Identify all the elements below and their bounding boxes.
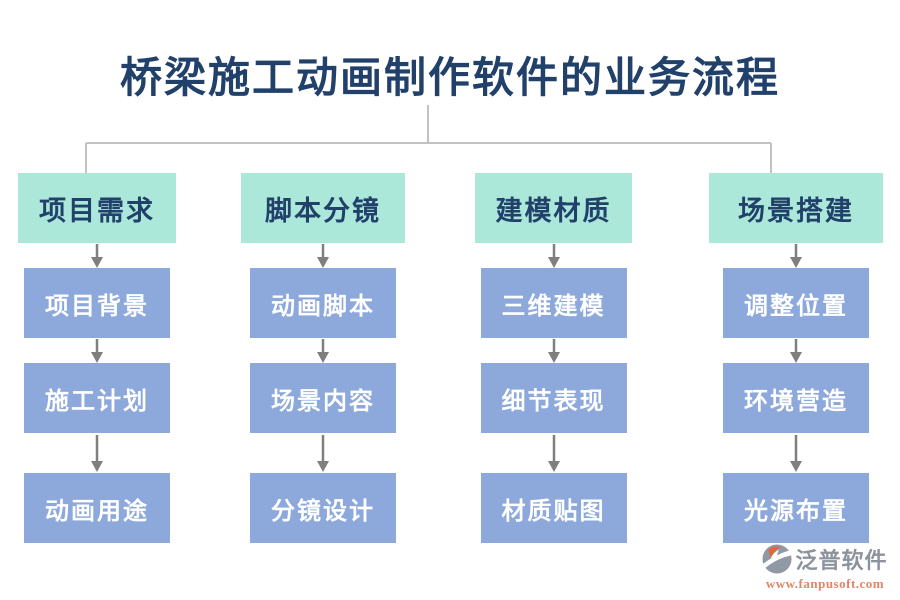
down-arrow-icon [547, 338, 560, 363]
step-box: 三维建模 [480, 268, 627, 338]
flow-column-script-storyboard: 脚本分镜 动画脚本 场景内容 分镜设计 [241, 173, 405, 543]
step-box: 环境营造 [723, 363, 869, 433]
step-label: 环境营造 [744, 388, 848, 415]
arrow-gap [89, 433, 105, 473]
stage-header-box: 场景搭建 [709, 173, 883, 243]
fanpu-logo-icon [762, 544, 793, 574]
stage-header-label: 场景搭建 [738, 195, 854, 226]
down-arrow-icon [547, 243, 560, 268]
arrow-gap [546, 243, 562, 268]
stage-header-box: 项目需求 [18, 173, 176, 243]
step-label: 光源布置 [744, 498, 848, 525]
down-arrow-icon [790, 243, 802, 268]
down-arrow-icon [790, 434, 802, 472]
step-label: 调整位置 [744, 293, 848, 320]
stage-header-label: 建模材质 [495, 195, 612, 226]
arrow-gap [788, 338, 804, 363]
down-arrow-icon [91, 338, 103, 363]
arrow-gap [315, 433, 331, 473]
step-box: 分镜设计 [250, 473, 396, 543]
flow-column-scene-building: 场景搭建 调整位置 环境营造 光源布置 [709, 173, 883, 543]
step-label: 动画用途 [45, 498, 149, 525]
flow-column-modeling-materials: 建模材质 三维建模 细节表现 材质贴图 [475, 173, 632, 543]
stage-header-box: 脚本分镜 [241, 173, 405, 243]
step-box: 动画脚本 [250, 268, 396, 338]
step-box: 项目背景 [24, 268, 170, 338]
step-box: 场景内容 [250, 363, 396, 433]
step-label: 场景内容 [271, 388, 375, 415]
step-label: 动画脚本 [271, 293, 375, 320]
down-arrow-icon [790, 338, 802, 363]
down-arrow-icon [91, 434, 103, 472]
step-label: 项目背景 [45, 293, 149, 320]
arrow-gap [788, 243, 804, 268]
brand-name: 泛普软件 [795, 548, 888, 573]
step-box: 光源布置 [723, 473, 869, 543]
down-arrow-icon [317, 338, 329, 363]
arrow-gap [546, 433, 562, 473]
stage-header-box: 建模材质 [475, 173, 632, 243]
stage-header-label: 项目需求 [39, 195, 155, 226]
arrow-gap [89, 338, 105, 363]
brand-logo: 泛普软件 www.fanpusoft.com [755, 543, 895, 592]
arrow-gap [788, 433, 804, 473]
arrow-gap [315, 338, 331, 363]
arrow-gap [89, 243, 105, 268]
step-box: 材质贴图 [480, 473, 627, 543]
down-arrow-icon [91, 243, 103, 268]
arrow-gap [315, 243, 331, 268]
down-arrow-icon [547, 434, 560, 472]
step-label: 分镜设计 [271, 498, 375, 525]
down-arrow-icon [317, 434, 329, 472]
step-label: 三维建模 [501, 293, 606, 320]
step-box: 施工计划 [24, 363, 170, 433]
flow-column-project-requirements: 项目需求 项目背景 施工计划 动画用途 [18, 173, 176, 543]
stage-header-label: 脚本分镜 [265, 195, 381, 226]
down-arrow-icon [317, 243, 329, 268]
arrow-gap [546, 338, 562, 363]
page-title: 桥梁施工动画制作软件的业务流程 [119, 56, 780, 102]
step-label: 施工计划 [45, 388, 149, 415]
brand-url: www.fanpusoft.com [765, 576, 885, 591]
step-label: 材质贴图 [501, 498, 606, 525]
step-box: 动画用途 [24, 473, 170, 543]
step-box: 调整位置 [723, 268, 869, 338]
step-box: 细节表现 [480, 363, 627, 433]
step-label: 细节表现 [501, 388, 606, 415]
